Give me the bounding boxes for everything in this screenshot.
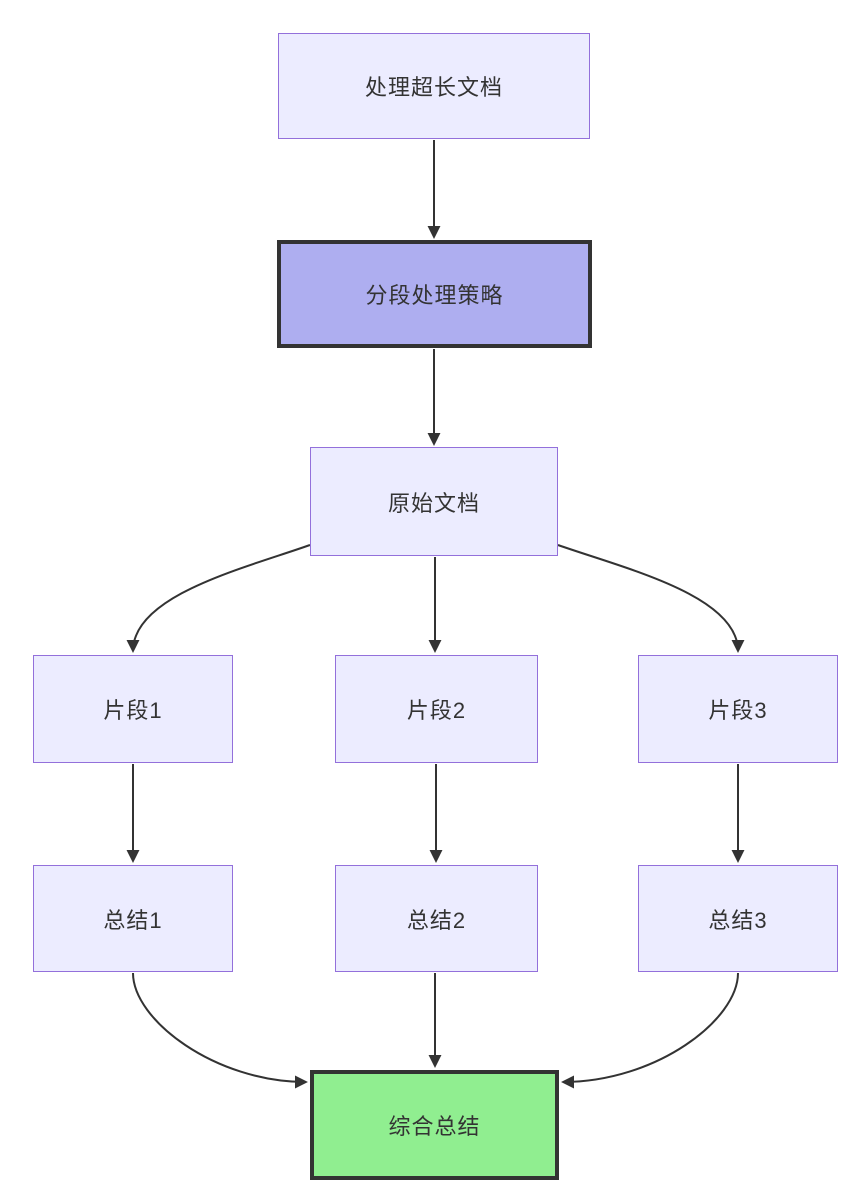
edge-original-to-fragment3 (557, 544, 745, 653)
node-summary-1: 总结1 (33, 865, 233, 972)
node-process-long-document: 处理超长文档 (278, 33, 590, 139)
node-label: 综合总结 (388, 1114, 481, 1139)
node-original-document: 原始文档 (310, 447, 558, 556)
node-label: 片段3 (708, 698, 768, 723)
node-label: 总结1 (103, 907, 163, 933)
node-final-summary: 综合总结 (310, 1070, 559, 1180)
node-label: 原始文档 (387, 490, 480, 516)
node-summary-3: 总结3 (638, 865, 838, 972)
node-label: 分段处理策略 (365, 283, 504, 308)
node-fragment-1: 片段1 (33, 655, 233, 763)
node-label: 片段1 (103, 698, 163, 723)
node-label: 片段2 (406, 698, 467, 723)
node-summary-2: 总结2 (335, 865, 538, 972)
node-fragment-2: 片段2 (335, 655, 538, 763)
node-segment-strategy: 分段处理策略 (277, 240, 592, 348)
edge-summary1-to-final (132, 972, 308, 1089)
node-label: 总结2 (406, 907, 467, 933)
node-fragment-3: 片段3 (638, 655, 838, 763)
edge-summary3-to-final (561, 972, 739, 1089)
node-label: 处理超长文档 (364, 75, 503, 100)
node-label: 总结3 (708, 907, 768, 933)
edge-original-to-fragment1 (126, 544, 311, 653)
